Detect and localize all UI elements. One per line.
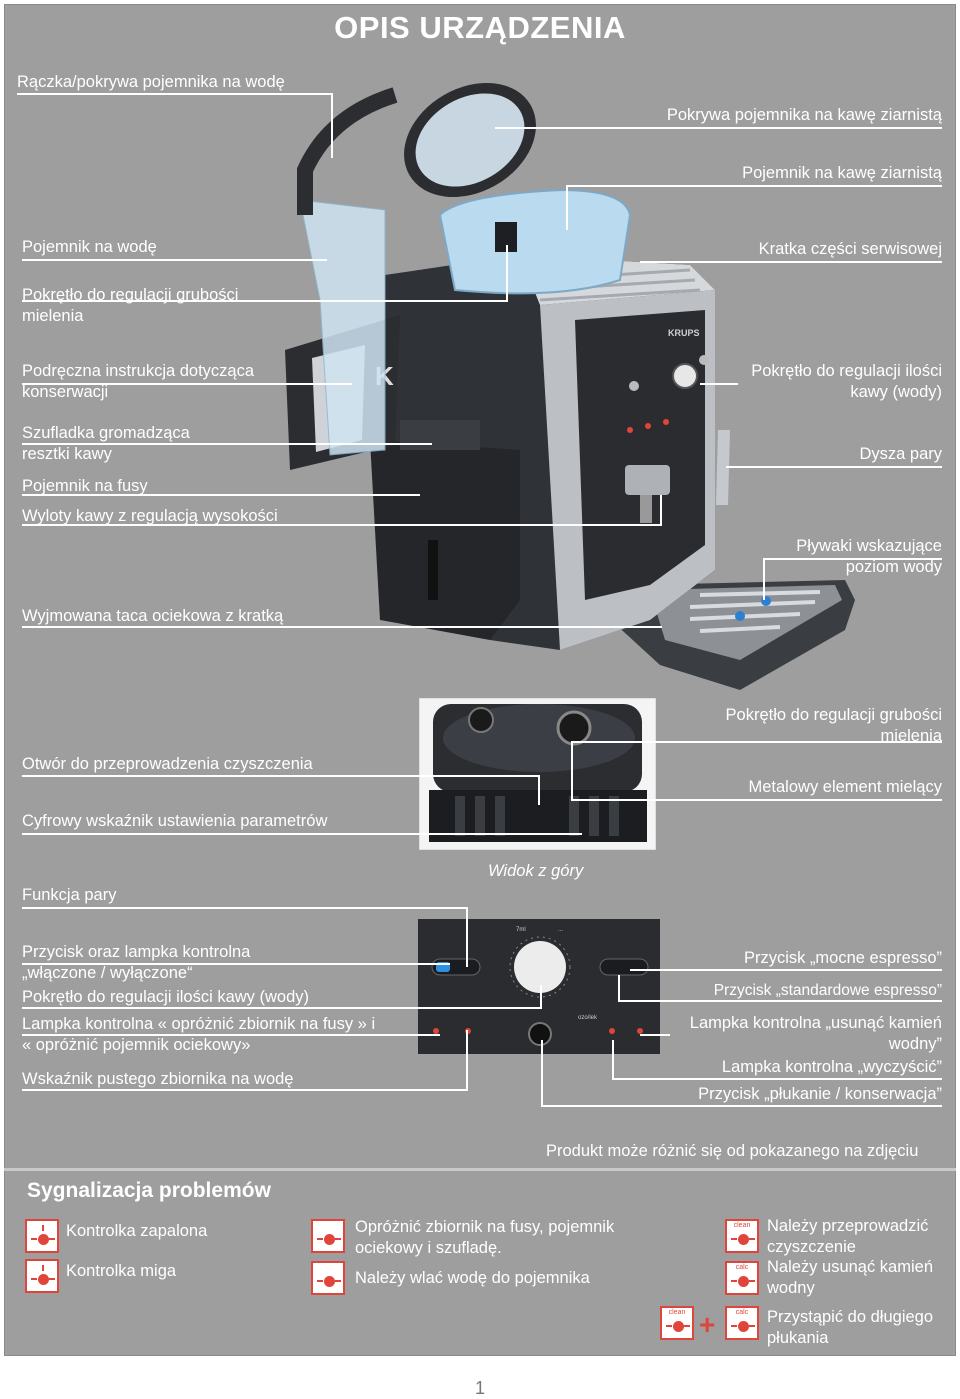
label-strong-espresso: Przycisk „mocne espresso” <box>743 949 942 967</box>
label-amount-knob: Pokrętło do regulacji ilości kawy (wody) <box>22 988 310 1006</box>
clean-lamp-icon: clean <box>660 1306 694 1340</box>
leader-line <box>22 626 662 628</box>
water-tank-icon <box>311 1261 345 1295</box>
label-maintenance-guide: Podręczna instrukcja dotycząca konserwac… <box>22 362 255 401</box>
leader-line <box>22 494 420 496</box>
label-bean-container: Pojemnik na kawę ziarnistą <box>742 164 942 182</box>
leader-line <box>538 775 540 805</box>
page-number: 1 <box>474 1378 485 1398</box>
leader-line <box>17 93 333 95</box>
label-coffee-drawer: Szufladka gromadząca resztki kawy <box>22 424 190 463</box>
leader-line <box>568 185 942 187</box>
leader-line <box>541 1040 543 1107</box>
leader-line <box>22 1007 542 1009</box>
label-topview-grind-knob: Pokrętło do regulacji grubości mielenia <box>725 706 942 745</box>
leader-line <box>331 93 333 158</box>
leader-line <box>22 300 508 302</box>
problems-title: Sygnalizacja problemów <box>27 1179 271 1202</box>
leader-line <box>640 261 942 263</box>
legend-clean: Należy przeprowadzić czyszczenie <box>767 1217 929 1256</box>
leader-line <box>506 245 508 302</box>
label-drip-tray: Wyjmowana taca ociekowa z kratką <box>22 607 284 625</box>
label-water-empty: Wskaźnik pustego zbiornika na wodę <box>22 1070 294 1088</box>
legend-descale: Należy usunąć kamień wodny <box>767 1258 933 1297</box>
leader-line <box>620 1000 942 1002</box>
leader-line <box>614 1078 942 1080</box>
label-bean-lid: Pokrywa pojemnika na kawę ziarnistą <box>666 106 942 124</box>
leader-line <box>22 524 662 526</box>
leader-line <box>495 127 942 129</box>
leader-line <box>612 1040 614 1080</box>
label-grounds-container: Pojemnik na fusy <box>22 477 148 495</box>
label-rinse-button: Przycisk „płukanie / konserwacja” <box>698 1085 942 1103</box>
label-empty-lamp: Lampka kontrolna « opróżnić zbiornik na … <box>22 1015 376 1054</box>
calc-lamp-icon: calc <box>725 1261 759 1295</box>
leader-line <box>700 383 738 385</box>
label-floats: Pływaki wskazujące poziom wody <box>796 537 942 576</box>
lamp-blink-icon <box>25 1259 59 1293</box>
plus-sign: + <box>699 1309 716 1340</box>
svg-text:...: ... <box>558 927 563 933</box>
leader-line <box>573 741 942 743</box>
lamp-lit-icon <box>25 1219 59 1253</box>
leader-line <box>466 1030 468 1091</box>
svg-text:KRUPS: KRUPS <box>668 328 700 338</box>
calc-lamp-icon: calc <box>725 1306 759 1340</box>
label-water-tank: Pojemnik na wodę <box>22 238 157 256</box>
leader-line <box>22 259 327 261</box>
label-standard-espresso: Przycisk „standardowe espresso” <box>713 982 942 999</box>
label-grind-knob: Pokrętło do regulacji grubości mielenia <box>22 286 239 325</box>
leader-line <box>630 969 942 971</box>
svg-text:ozo/lek: ozo/lek <box>578 1015 598 1021</box>
label-clean-lamp: Lampka kontrolna „wyczyścić” <box>721 1058 942 1076</box>
leader-line <box>22 907 468 909</box>
svg-text:7ml: 7ml <box>516 927 526 933</box>
page-title: OPIS URZĄDZENIA <box>334 10 626 45</box>
clean-lamp-icon: clean <box>725 1219 759 1253</box>
disclaimer-text: Produkt może różnić się od pokazanego na… <box>546 1142 919 1160</box>
leader-line <box>22 963 450 965</box>
leader-line <box>573 799 942 801</box>
label-steam-nozzle: Dysza pary <box>859 445 942 463</box>
section-divider <box>4 1168 956 1171</box>
leader-line <box>543 1105 942 1107</box>
label-metal-grinder: Metalowy element mielący <box>748 778 943 796</box>
grounds-tray-icon <box>311 1219 345 1253</box>
label-steam-function: Funkcja pary <box>22 886 117 904</box>
leader-line <box>22 1034 440 1036</box>
leader-line <box>618 975 620 1002</box>
leader-line <box>763 558 765 600</box>
leader-line <box>466 907 468 967</box>
caption-top-view: Widok z góry <box>488 862 584 880</box>
leader-line <box>566 185 568 230</box>
leader-line <box>22 443 432 445</box>
label-descale-lamp: Lampka kontrolna „usunąć kamień wodny” <box>689 1014 942 1053</box>
legend-lit: Kontrolka zapalona <box>66 1222 208 1240</box>
legend-long-rinse: Przystąpić do długiego płukania <box>767 1308 934 1347</box>
legend-empty-grounds: Opróżnić zbiornik na fusy, pojemnik ocie… <box>355 1218 615 1257</box>
leader-line <box>22 833 582 835</box>
leader-line <box>660 495 662 526</box>
leader-line <box>22 383 352 385</box>
legend-add-water: Należy wlać wodę do pojemnika <box>355 1269 590 1287</box>
coffee-machine-illustration: KRUPS K <box>285 82 855 690</box>
legend-blink: Kontrolka miga <box>66 1262 177 1280</box>
leader-line <box>540 985 542 1009</box>
label-handle-lid: Rączka/pokrywa pojemnika na wodę <box>17 73 285 91</box>
label-service-grille: Kratka części serwisowej <box>758 240 942 258</box>
top-view-photo <box>419 698 656 850</box>
leader-line <box>640 1034 670 1036</box>
leader-line <box>22 775 540 777</box>
leader-line <box>22 1089 468 1091</box>
leader-line <box>726 466 942 468</box>
label-cleaning-opening: Otwór do przeprowadzenia czyszczenia <box>22 755 313 773</box>
leader-line <box>571 741 573 801</box>
label-onoff: Przycisk oraz lampka kontrolna „włączone… <box>22 943 251 982</box>
label-outlets: Wyloty kawy z regulacją wysokości <box>22 507 278 525</box>
label-digital-indicator: Cyfrowy wskaźnik ustawienia parametrów <box>22 812 328 830</box>
label-coffee-amount-knob: Pokrętło do regulacji ilości kawy (wody) <box>751 362 942 401</box>
leader-line <box>765 558 942 560</box>
